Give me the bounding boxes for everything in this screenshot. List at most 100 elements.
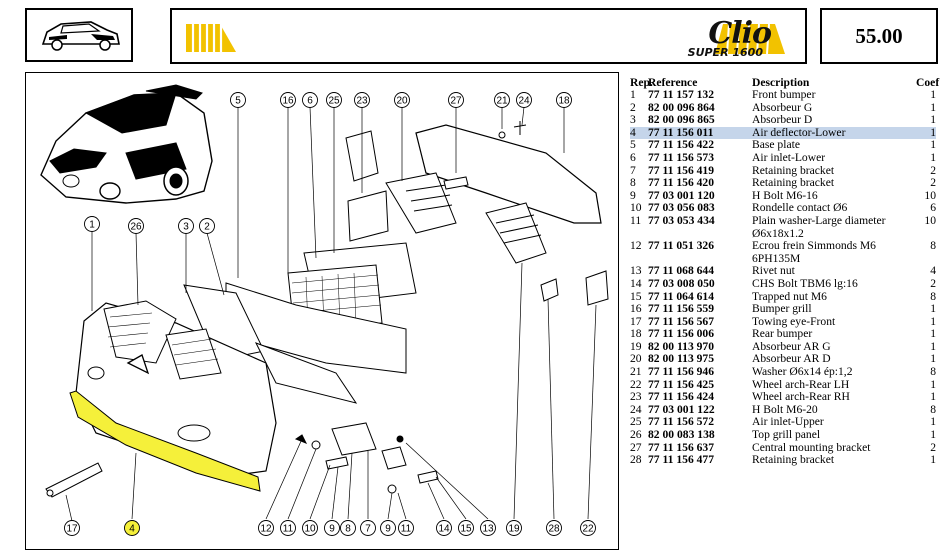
callout-1: 1	[84, 216, 100, 232]
header-reference: Reference	[648, 75, 698, 89]
callout-10: 10	[302, 520, 318, 536]
cell-reference: 82 00 113 975	[648, 352, 715, 366]
callout-label: 16	[282, 96, 294, 107]
callout-24: 24	[516, 92, 532, 108]
callout-22: 22	[580, 520, 596, 536]
cell-description: Retaining bracket	[752, 453, 835, 467]
callout-21: 21	[494, 92, 510, 108]
cell-reference: 77 11 156 946	[648, 365, 715, 379]
callout-circle	[324, 520, 340, 536]
callout-18: 18	[556, 92, 572, 108]
cell-reference: 77 11 156 419	[648, 163, 715, 177]
cell-rep: 23	[630, 390, 642, 404]
cell-rep: 27	[630, 440, 642, 454]
callout-11: 11	[280, 520, 296, 536]
car-thumbnail-icon	[41, 21, 120, 51]
cell-coef: 1	[930, 113, 936, 127]
cell-rep: 4	[630, 126, 648, 140]
cell-reference: 77 03 053 434	[648, 213, 715, 227]
callout-label: 22	[582, 524, 594, 535]
table-row[interactable]: 24 77 03 001 122 H Bolt M6-20 8	[630, 402, 936, 417]
callout-label: 27	[450, 96, 462, 107]
cell-reference: 82 00 083 138	[648, 428, 715, 442]
callout-label: 17	[66, 524, 78, 535]
cell-coef: 1	[930, 327, 936, 341]
cell-description: Central mounting bracket	[752, 440, 871, 454]
cell-description: CHS Bolt TBM6 lg:16	[752, 276, 858, 290]
cell-description: Air inlet-Lower	[752, 150, 826, 164]
cell-reference: 77 11 156 424	[648, 390, 715, 404]
cell-description: Rear bumper	[752, 327, 813, 341]
callout-5: 5	[230, 92, 246, 108]
callout-label: 21	[496, 96, 508, 107]
cell-rep: 11	[630, 213, 642, 227]
header-description: Description	[752, 75, 810, 89]
callout-circle	[199, 218, 215, 234]
cell-reference: 77 11 156 425	[648, 377, 715, 391]
callout-circle	[360, 520, 376, 536]
callout-label: 1	[89, 220, 95, 231]
brand-stripes-icon	[715, 24, 785, 54]
callout-label: 10	[304, 524, 316, 535]
callout-label: 19	[508, 524, 520, 535]
cell-coef: 1	[930, 150, 936, 164]
callout-label: 11	[283, 524, 294, 535]
cell-description: Wheel arch-Rear LH	[752, 377, 850, 391]
cell-reference: 82 00 096 864	[648, 100, 715, 114]
callout-circle	[280, 92, 296, 108]
cell-rep: 10	[630, 201, 642, 215]
cell-reference: 77 11 051 326	[648, 239, 715, 253]
callout-25: 25	[326, 92, 342, 108]
cell-coef: 10	[924, 213, 936, 227]
callout-label: 9	[329, 524, 335, 535]
callout-12: 12	[258, 520, 274, 536]
cell-rep: 24	[630, 402, 642, 416]
air-inlet-assembly	[183, 190, 417, 404]
header-coef: Coef	[916, 75, 940, 89]
cell-coef: 8	[930, 402, 936, 416]
cell-reference: 77 03 001 122	[648, 402, 715, 416]
callout-9: 9	[380, 520, 396, 536]
cell-reference: 77 11 156 011	[648, 126, 752, 140]
callout-label: 13	[482, 524, 494, 535]
cell-coef: 1	[930, 377, 936, 391]
callout-label: 12	[260, 524, 272, 535]
cell-reference: 77 11 156 572	[648, 415, 715, 429]
cell-description: H Bolt M6-20	[752, 402, 818, 416]
cell-reference: 77 03 056 083	[648, 201, 715, 215]
callout-13: 13	[480, 520, 496, 536]
cell-reference: 77 11 064 614	[648, 289, 715, 303]
cell-rep: 12	[630, 239, 642, 253]
callout-label: 5	[235, 96, 241, 107]
callout-label: 23	[356, 96, 368, 107]
callout-23: 23	[354, 92, 370, 108]
